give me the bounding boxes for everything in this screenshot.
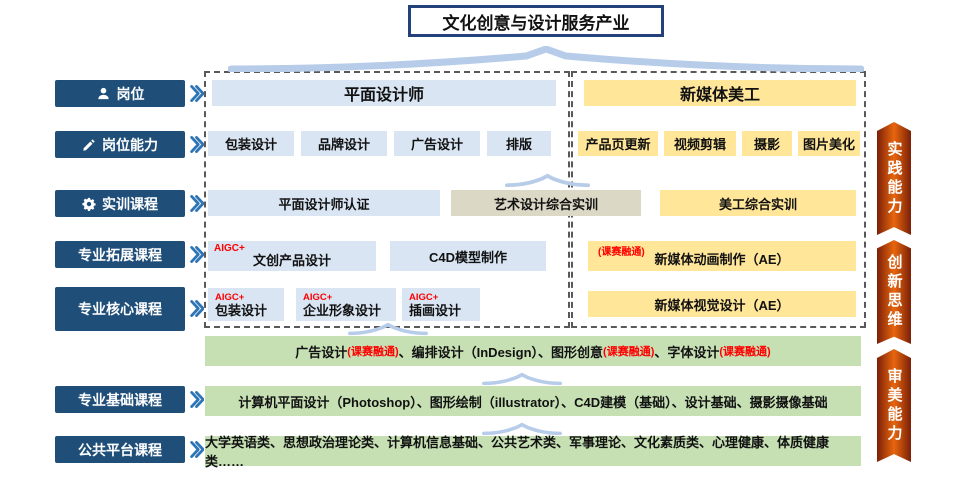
core-course-box: AIGC+ 企业形象设计: [296, 288, 396, 321]
expansion-box: (课赛融通) 新媒体动画制作（AE）: [588, 241, 856, 271]
nav-item-training: 实训课程: [55, 190, 185, 217]
course-competition-tag: (课赛融通): [719, 346, 771, 358]
small-brace-shape: [505, 173, 590, 188]
top-brace-shape: [228, 46, 864, 72]
nav-item-basic-courses: 专业基础课程: [55, 386, 185, 413]
course-text: 、编排设计（InDesign）、图形创意: [398, 344, 604, 360]
nav-item-label: 专业基础课程: [78, 391, 162, 408]
pencil-icon: [82, 138, 96, 152]
ability-box: 摄影: [742, 131, 792, 156]
training-box-shared: 艺术设计综合实训: [451, 190, 641, 216]
core-course-label: 包装设计: [215, 302, 268, 318]
gear-icon: [82, 197, 96, 211]
ability-box: 广告设计: [394, 131, 480, 156]
nav-item-post-ability: 岗位能力: [55, 131, 185, 158]
basic-courses-row: 计算机平面设计（Photoshop）、图形绘制（illustrator）、C4D…: [205, 386, 861, 416]
graphic-track-title: 平面设计师: [212, 80, 556, 106]
nav-item-label: 公共平台课程: [78, 441, 162, 458]
ability-box: 图片美化: [798, 131, 860, 156]
ribbon-label: 实践能力: [885, 140, 903, 217]
ability-box: 包装设计: [208, 131, 294, 156]
nav-item-label: 实训课程: [102, 195, 158, 212]
ability-box: 产品页更新: [578, 131, 658, 156]
chevron-right-icon: [190, 300, 204, 317]
nav-item-label: 专业拓展课程: [78, 246, 162, 263]
media-track-title: 新媒体美工: [584, 80, 856, 106]
training-box-media: 美工综合实训: [660, 190, 856, 216]
chevron-right-icon: [190, 441, 204, 458]
aigc-tag: AIGC+: [214, 243, 245, 254]
course-competition-tag: (课赛融通): [347, 346, 399, 358]
expansion-label: 文创产品设计: [252, 252, 331, 268]
nav-item-post: 岗位: [55, 80, 185, 107]
diagram-title: 文化创意与设计服务产业: [408, 5, 664, 37]
ribbon-aesthetic-ability: 审美能力: [877, 349, 911, 462]
core-course-box: AIGC+ 包装设计: [208, 288, 284, 321]
aigc-tag: AIGC+: [303, 291, 333, 303]
ability-box: 排版: [487, 131, 551, 156]
ability-box: 视频剪辑: [664, 131, 736, 156]
chevron-right-icon: [190, 195, 204, 212]
course-competition-tag: (课赛融通): [598, 247, 645, 258]
nav-item-public-courses: 公共平台课程: [55, 436, 185, 463]
ribbon-innovative-thinking: 创新思维: [877, 240, 911, 344]
aigc-tag: AIGC+: [215, 291, 245, 303]
expansion-box: AIGC+ 文创产品设计: [208, 241, 376, 271]
training-box-certification: 平面设计师认证: [208, 190, 440, 216]
expansion-label: 新媒体动画制作（AE）: [654, 251, 790, 267]
core-course-label: 企业形象设计: [303, 302, 382, 318]
nav-item-label: 岗位: [116, 85, 145, 102]
small-brace-shape: [482, 372, 562, 386]
ribbon-label: 审美能力: [885, 367, 903, 444]
core-course-box: 新媒体视觉设计（AE）: [588, 291, 856, 317]
public-courses-row: 大学英语类、思想政治理论类、计算机信息基础、公共艺术类、军事理论、文化素质类、心…: [205, 435, 861, 469]
chevron-right-icon: [190, 391, 204, 408]
chevron-right-icon: [190, 136, 204, 153]
core-basic-courses-row: 广告设计(课赛融通)、编排设计（InDesign）、图形创意(课赛融通)、字体设…: [205, 336, 861, 366]
ribbon-practical-ability: 实践能力: [877, 122, 911, 235]
course-competition-tag: (课赛融通): [603, 346, 655, 358]
nav-item-label: 专业核心课程: [78, 301, 162, 317]
aigc-tag: AIGC+: [409, 291, 439, 303]
nav-item-expansion-courses: 专业拓展课程: [55, 241, 185, 268]
chevron-right-icon: [190, 85, 204, 102]
course-text: 、字体设计: [654, 344, 720, 360]
small-brace-shape: [348, 322, 428, 336]
ability-box: 品牌设计: [301, 131, 387, 156]
person-icon: [96, 86, 111, 101]
chevron-right-icon: [190, 246, 204, 263]
course-text: 广告设计: [295, 344, 348, 360]
nav-item-label: 岗位能力: [102, 136, 158, 153]
core-course-label: 插画设计: [409, 302, 462, 318]
expansion-box: C4D模型制作: [390, 241, 546, 271]
core-course-box: AIGC+ 插画设计: [402, 288, 480, 321]
nav-item-core-courses: 专业核心课程: [55, 287, 185, 331]
small-brace-shape: [482, 422, 562, 436]
ribbon-label: 创新思维: [885, 254, 903, 330]
